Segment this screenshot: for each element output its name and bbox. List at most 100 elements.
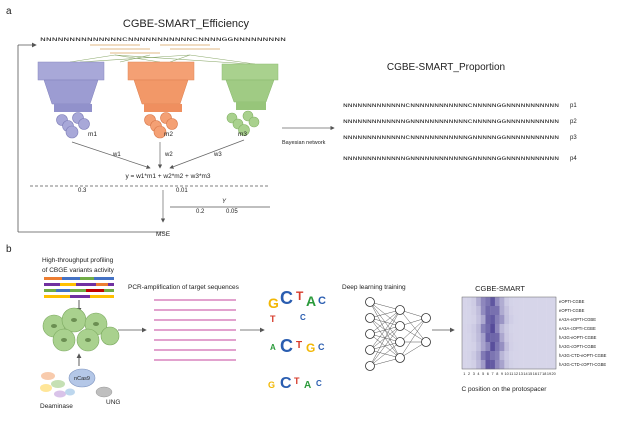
heatmap-cell bbox=[541, 315, 547, 325]
heatmap-cell bbox=[537, 315, 543, 325]
nn-edge bbox=[399, 317, 427, 343]
heatmap-x-tick: 17 bbox=[537, 372, 541, 376]
heatmap-x-tick: 3 bbox=[473, 372, 475, 376]
heatmap-x-tick: 7 bbox=[491, 372, 493, 376]
heatmap-cell bbox=[471, 315, 477, 325]
heatmap-row-label: eA3A-eOPTI-CGBE bbox=[559, 317, 596, 322]
efficiency-title: CGBE-SMART_Efficiency bbox=[123, 18, 250, 30]
heatmap-cell bbox=[490, 315, 496, 325]
nn-node bbox=[421, 313, 431, 323]
proportion-seq-2: NNNNNNNNNNNNNGNNNNNNNNNNNNCNNNNNGGNNNNNN… bbox=[343, 118, 559, 125]
panel-a-axis bbox=[17, 42, 165, 233]
heatmap-cell bbox=[546, 360, 552, 370]
proportion-label-1: p1 bbox=[570, 103, 577, 109]
heatmap-cell bbox=[546, 351, 552, 361]
heatmap-cell bbox=[494, 333, 500, 343]
heatmap-cell bbox=[504, 351, 510, 361]
heatmap-cell bbox=[541, 360, 547, 370]
heatmap-cell bbox=[541, 333, 547, 343]
heatmap-x-tick: 14 bbox=[523, 372, 527, 376]
heatmap-x-tick: 20 bbox=[552, 372, 556, 376]
heatmap-cell bbox=[532, 324, 538, 334]
heatmap-cell bbox=[518, 324, 524, 334]
heatmap-cell bbox=[527, 315, 533, 325]
ncas9-label: nCas9 bbox=[74, 376, 90, 382]
heatmap-cell bbox=[480, 324, 486, 334]
heatmap-cell bbox=[504, 342, 510, 352]
heatmap-cell bbox=[466, 351, 472, 361]
heatmap-cell bbox=[480, 360, 486, 370]
observed-value-1: 0.2 bbox=[196, 209, 205, 215]
heatmap-cell bbox=[480, 333, 486, 343]
heatmap-cell bbox=[518, 306, 524, 316]
heatmap-cell bbox=[546, 342, 552, 352]
heatmap-xlabel: C position on the protospacer bbox=[462, 386, 548, 393]
variant-library-bars bbox=[44, 277, 114, 298]
heatmap-cell bbox=[485, 342, 491, 352]
heatmap-cell bbox=[523, 315, 528, 325]
heatmap-x-tick: 18 bbox=[542, 372, 546, 376]
svg-text:A: A bbox=[306, 293, 316, 309]
heatmap-cell bbox=[509, 360, 514, 370]
heatmap-cell bbox=[551, 324, 557, 334]
heatmap-cell bbox=[518, 342, 524, 352]
heatmap-cell bbox=[499, 297, 505, 307]
heatmap-cell bbox=[494, 351, 500, 361]
heatmap-cell bbox=[471, 351, 477, 361]
heatmap-cell bbox=[504, 306, 510, 316]
nn-edge bbox=[399, 325, 427, 343]
heatmap-cell bbox=[537, 360, 543, 370]
heatmap-row-label: hA3G-CTD-eOPTI-CGBE bbox=[559, 353, 607, 358]
weight-2-label: w2 bbox=[164, 152, 173, 158]
heatmap-x-tick: 4 bbox=[477, 372, 479, 376]
nn-edge bbox=[369, 309, 401, 319]
heatmap-x-tick: 6 bbox=[487, 372, 489, 376]
heatmap-cell bbox=[504, 315, 510, 325]
ung-protein-icon bbox=[95, 386, 113, 398]
heatmap-cell bbox=[485, 333, 491, 343]
scale-value-2: 0.01 bbox=[176, 188, 188, 194]
heatmap-cell bbox=[546, 324, 552, 334]
proportion-sequences: NNNNNNNNNNNNNCNNNNNNNNNNNNCNNNNNGGNNNNNN… bbox=[343, 102, 577, 162]
heatmap-cell bbox=[504, 360, 510, 370]
heatmap-cell bbox=[466, 333, 472, 343]
cell-cluster bbox=[42, 307, 120, 352]
heatmap-cell bbox=[509, 342, 514, 352]
nn-edge bbox=[369, 309, 401, 367]
weight-3-label: w3 bbox=[213, 152, 222, 158]
heatmap-cell bbox=[513, 360, 519, 370]
heatmap-cell bbox=[494, 360, 500, 370]
heatmap-cell bbox=[523, 333, 528, 343]
heatmap-cell bbox=[546, 315, 552, 325]
nn-node bbox=[365, 329, 375, 339]
heatmap-cell bbox=[518, 333, 524, 343]
nn-node bbox=[365, 345, 375, 355]
model-3-layers bbox=[221, 63, 279, 110]
heatmap-cell bbox=[532, 315, 538, 325]
heatmap-cell bbox=[546, 306, 552, 316]
deaminase-icons bbox=[40, 372, 75, 398]
heatmap-cell bbox=[527, 324, 533, 334]
sequence-guide-lines bbox=[90, 44, 220, 54]
heatmap-cell bbox=[537, 324, 543, 334]
heatmap-cell bbox=[480, 351, 486, 361]
heatmap-cell bbox=[551, 360, 557, 370]
nn-node bbox=[365, 297, 375, 307]
heatmap-title: CGBE-SMART bbox=[475, 284, 525, 293]
heatmap-cell bbox=[541, 297, 547, 307]
heatmap-cell bbox=[485, 351, 491, 361]
heatmap-cell bbox=[476, 306, 481, 316]
svg-text:C: C bbox=[318, 342, 325, 352]
heatmap-row-label: eOPTI-CGBE bbox=[559, 299, 585, 304]
heatmap-cell bbox=[532, 333, 538, 343]
heatmap-cell bbox=[466, 315, 472, 325]
proportion-seq-4: NNNNNNNNNNNNNGNNNNNNNNNNNNGNNNNNGGNNNNNN… bbox=[343, 155, 559, 162]
heatmap-cell bbox=[541, 342, 547, 352]
heatmap-cell bbox=[509, 297, 514, 307]
heatmap-cell bbox=[476, 360, 481, 370]
heatmap-cell bbox=[462, 297, 467, 307]
heatmap-cell bbox=[499, 333, 505, 343]
svg-text:C: C bbox=[280, 375, 292, 392]
nn-edge bbox=[369, 357, 401, 367]
heatmap-cell bbox=[513, 297, 519, 307]
